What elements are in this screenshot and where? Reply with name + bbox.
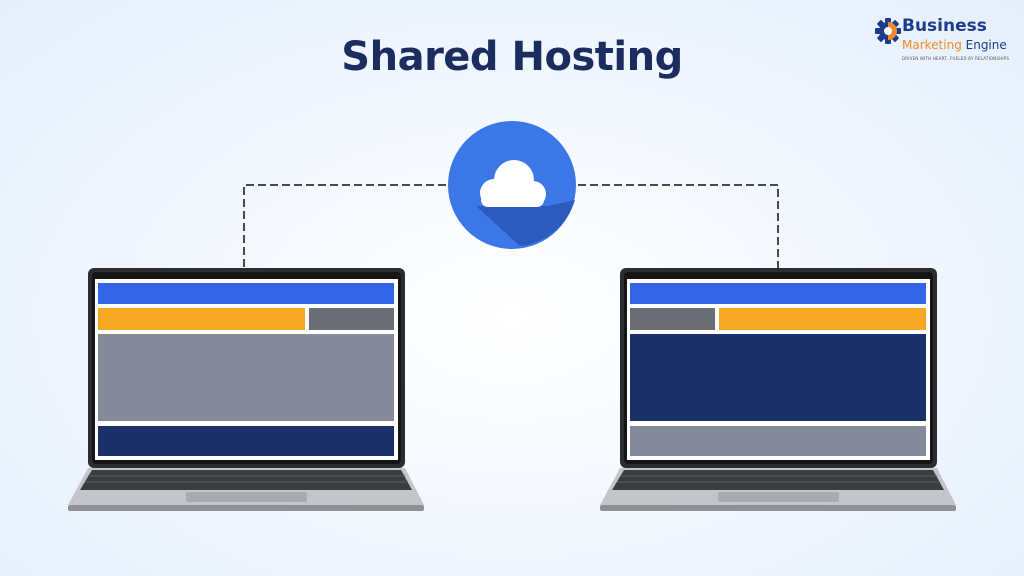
left-connector — [243, 184, 446, 270]
right-connector — [578, 184, 779, 270]
screen-footer-block — [630, 426, 926, 456]
screen-header-bar — [98, 283, 394, 304]
trackpad — [186, 492, 307, 502]
screen-content-block — [98, 334, 394, 421]
brand-logo: Business Marketing Engine DRIVEN WITH HE… — [874, 12, 1014, 72]
logo-line-1: Business — [902, 16, 987, 36]
gear-icon — [875, 18, 901, 44]
trackpad — [718, 492, 839, 502]
logo-line-2-accent: Marketing — [902, 38, 962, 52]
laptop-left — [68, 268, 424, 511]
cloud-server — [448, 121, 576, 249]
screen-content-block — [630, 334, 926, 421]
screen-nav-bar — [719, 308, 926, 330]
screen-nav-bar — [98, 308, 305, 330]
laptop-right — [600, 268, 956, 511]
logo-tagline: DRIVEN WITH HEART, FUELED BY RELATIONSHI… — [902, 56, 1010, 61]
screen-side-bar — [309, 308, 394, 330]
page-title: Shared Hosting — [341, 34, 683, 80]
logo-line-2: Marketing Engine — [902, 38, 1007, 52]
screen-side-bar — [630, 308, 715, 330]
cloud-icon — [480, 160, 546, 207]
screen-header-bar — [630, 283, 926, 304]
logo-line-2-rest: Engine — [961, 38, 1007, 52]
screen-footer-block — [98, 426, 394, 456]
